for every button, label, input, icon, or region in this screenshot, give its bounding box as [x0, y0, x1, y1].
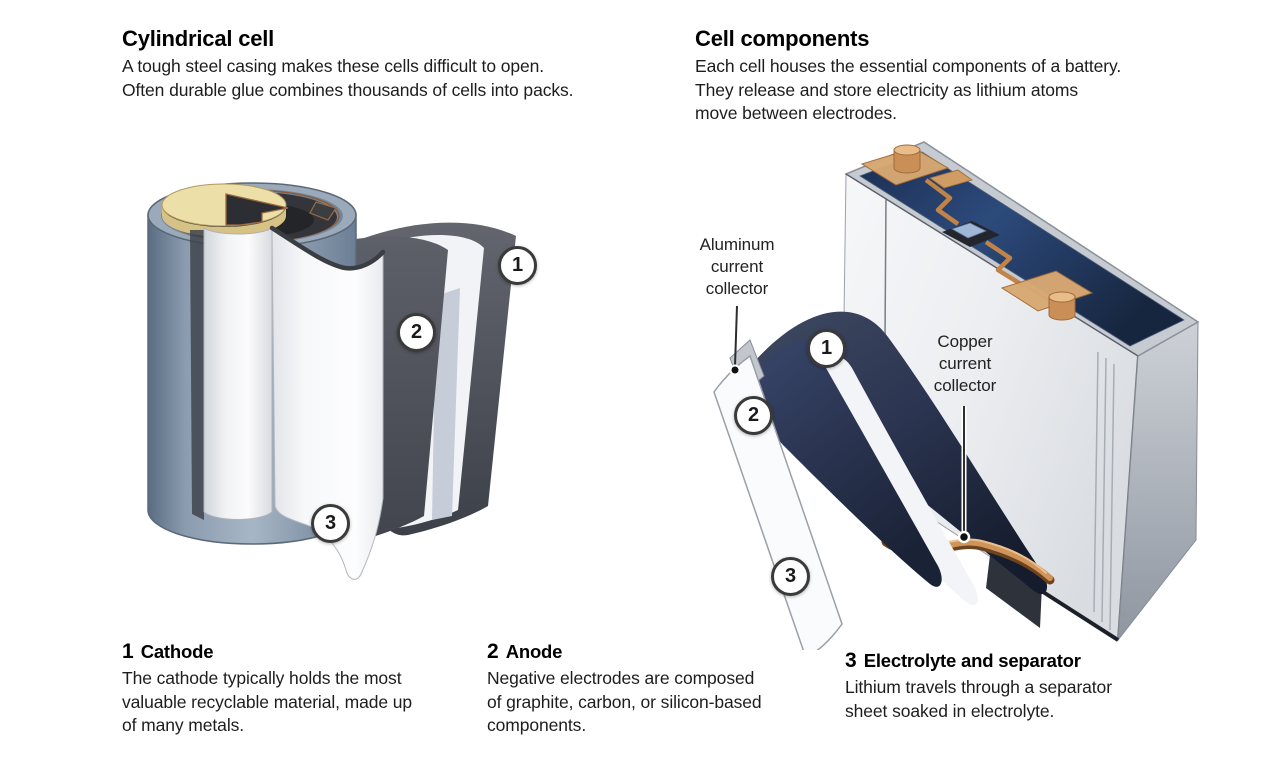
legend-number: 2	[487, 640, 499, 663]
bottom-rail-edge	[1038, 588, 1120, 642]
aluminum-leader-dot	[729, 364, 741, 376]
aluminum-leader-line	[734, 305, 738, 367]
cap-notch	[225, 193, 289, 226]
terminal-post-left	[893, 149, 921, 174]
vent-chip-top	[951, 222, 987, 239]
right-panel-title: Cell components	[695, 26, 870, 51]
rolled-edge	[269, 225, 386, 271]
left-panel-title: Cylindrical cell	[122, 26, 275, 51]
terminal-post-right	[1048, 296, 1076, 321]
legend-description: Lithium travels through a separator shee…	[845, 677, 1112, 721]
frame-front-edge	[845, 173, 1139, 357]
badge-cylindrical-2: 2	[397, 313, 436, 352]
terminal-pad-right	[1000, 270, 1094, 312]
cap-side	[162, 206, 286, 237]
copper-trace-right	[984, 240, 1026, 288]
legend-title: Electrolyte and separator	[863, 650, 1081, 671]
legend-title: Cathode	[140, 641, 214, 662]
legend-description: The cathode typically holds the most val…	[122, 668, 413, 735]
badge-cylindrical-3: 3	[311, 504, 350, 543]
rim-tab	[309, 201, 337, 221]
right-panel-description: Each cell houses the essential component…	[695, 56, 1122, 123]
terminal-cap-left	[893, 144, 921, 156]
bottom-rail	[986, 555, 1042, 628]
roll-gap	[190, 230, 204, 520]
separator-roll	[203, 227, 273, 520]
terminal-cap-right	[1048, 291, 1076, 303]
legend-item-anode: 2 Anode Negative electrodes are composed …	[487, 640, 817, 738]
cylindrical-cell-illustration	[147, 182, 516, 580]
legend-description: Negative electrodes are composed of grap…	[487, 668, 762, 735]
legend-item-electrolyte: 3 Electrolyte and separator Lithium trave…	[845, 649, 1175, 723]
legend-item-cathode: 1 Cathode The cathode typically holds the…	[122, 640, 452, 738]
aluminum-collector-label: Aluminum current collector	[699, 235, 775, 298]
copper-collector-label: Copper current collector	[933, 332, 997, 395]
legend-title: Anode	[505, 641, 563, 662]
copper-leader-dot	[957, 530, 971, 544]
copper-trace-left	[924, 178, 960, 226]
badge-components-2: 2	[734, 396, 773, 435]
terminal-tab-left	[929, 169, 973, 189]
badge-components-3: 3	[771, 557, 810, 596]
cathode-sheet-navy	[754, 341, 942, 587]
badge-cylindrical-1: 1	[498, 246, 537, 285]
legend-number: 1	[122, 640, 134, 663]
stack-edge-lines	[1093, 351, 1115, 631]
legend-number: 3	[845, 649, 857, 672]
left-panel-description: A tough steel casing makes these cells d…	[122, 56, 574, 100]
badge-components-1: 1	[807, 329, 846, 368]
